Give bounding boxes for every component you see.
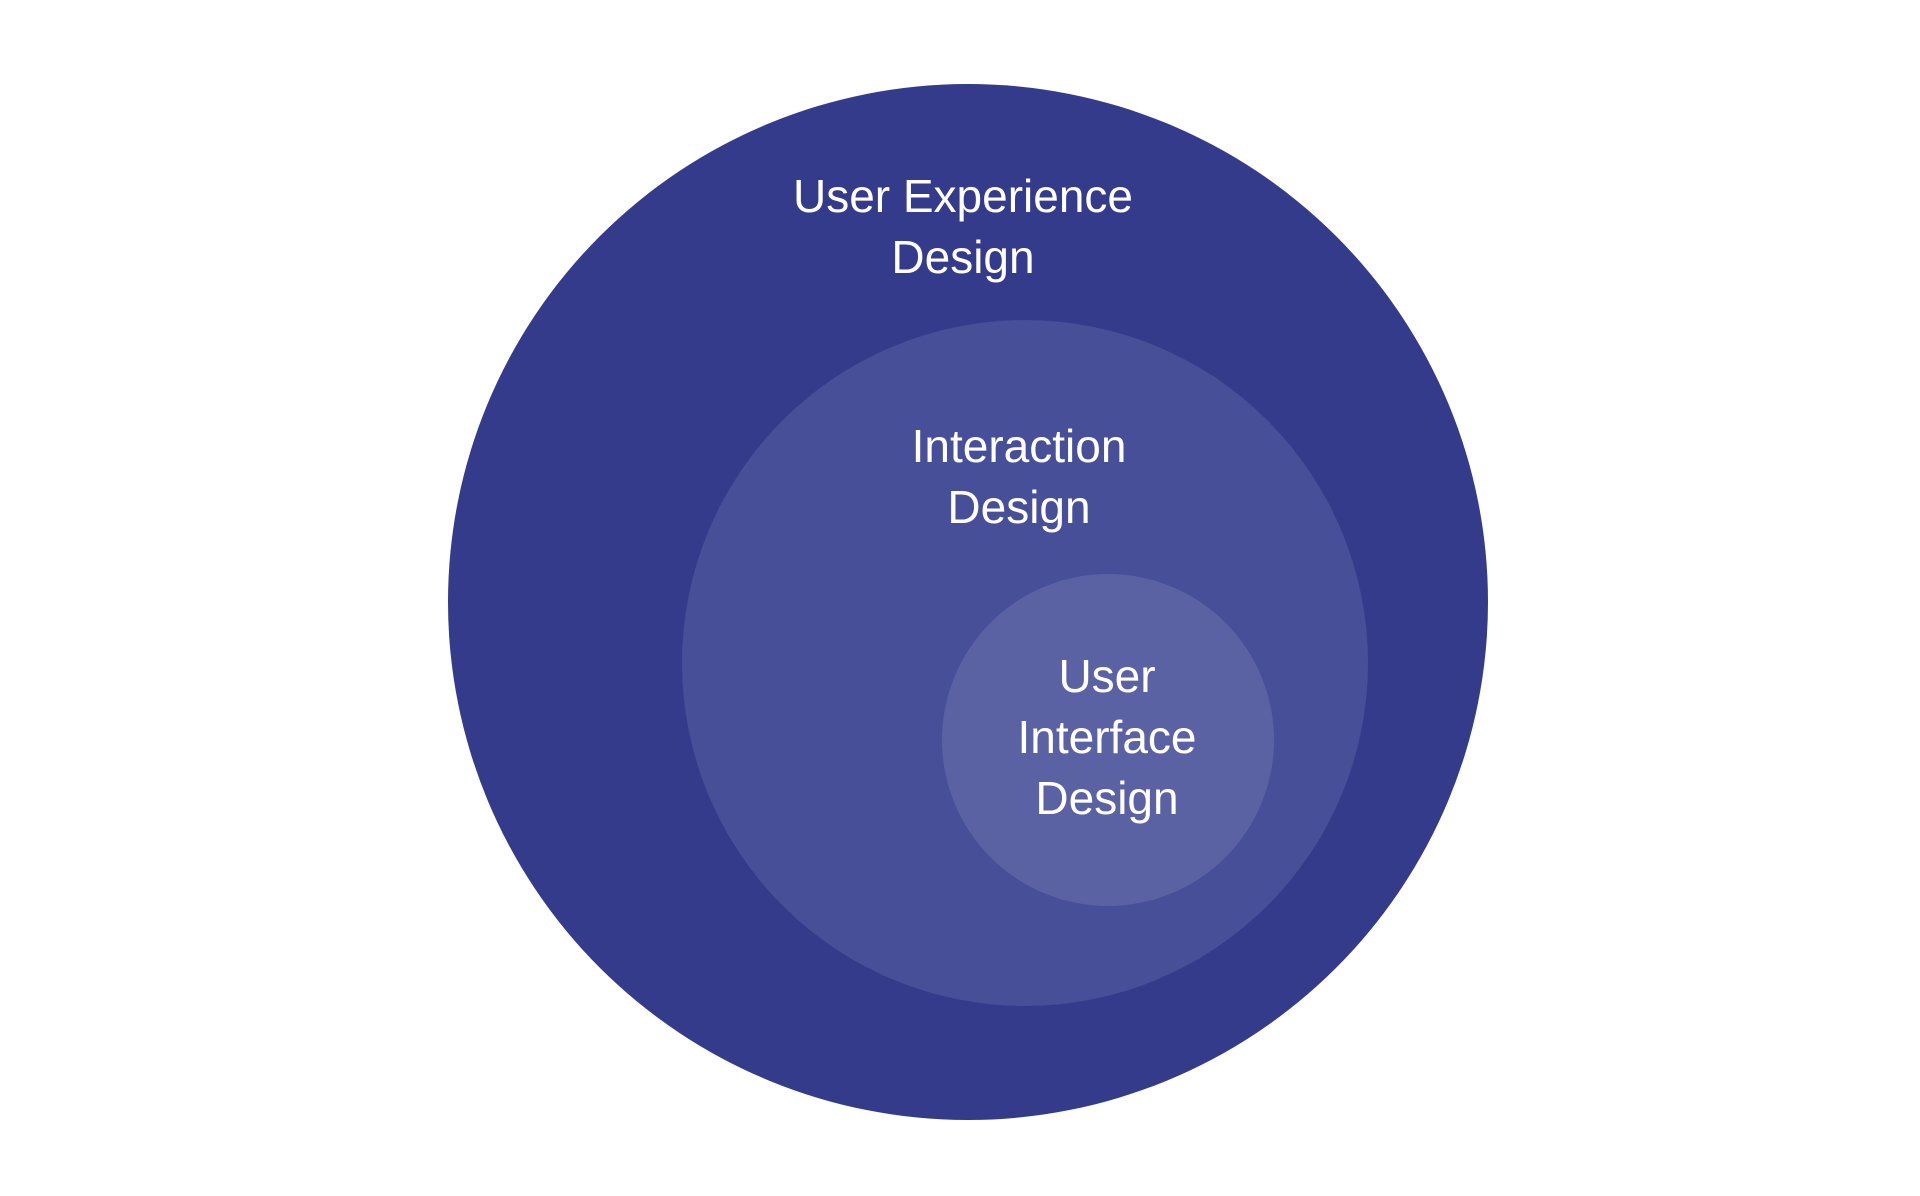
ui-design-circle [942,574,1274,906]
ux-design-label: User Experience Design [793,166,1133,288]
interaction-design-label-line: Interaction [911,420,1127,472]
interaction-design-label-line: Design [947,481,1091,533]
ui-design-label-line: Design [1035,772,1179,824]
ux-design-label-line: User Experience [792,170,1134,222]
ux-design-label-line: Design [891,231,1035,283]
interaction-design-label: Interaction Design [912,416,1127,538]
ui-design-label-line: Interface [1017,711,1197,763]
ui-design-label-line: User [1058,650,1156,702]
ui-design-label: User Interface Design [1018,646,1197,829]
